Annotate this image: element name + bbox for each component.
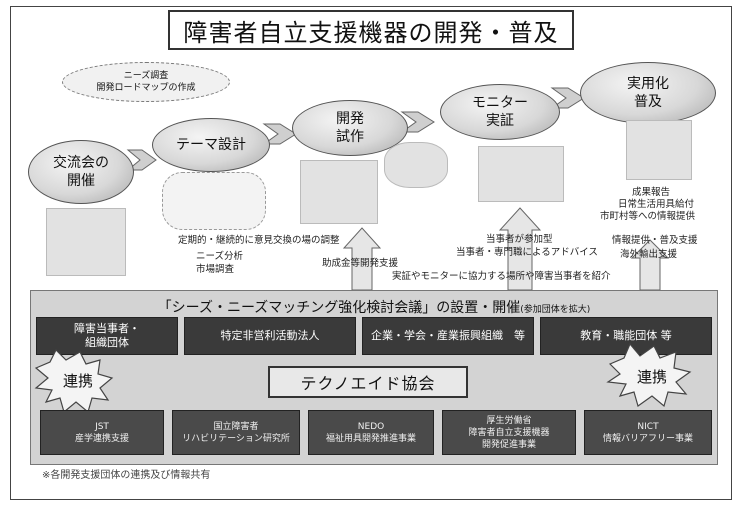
support-box-mhlw-line-1: 厚生労働省: [486, 415, 532, 426]
support-box-nedo: NEDO 福祉用具開発推進事業: [308, 410, 434, 455]
people-meeting-illustration: [46, 208, 126, 276]
stage-jitsuyo: 実用化 普及: [580, 62, 716, 124]
support-box-nict-line-2: 情報バリアフリー事業: [602, 433, 693, 444]
member-box-industry: 企業・学会・産業振興組織 等: [362, 317, 534, 355]
stage-jitsuyo-line-1: 実用化: [627, 76, 669, 92]
kaihatsu-note: 助成金等開発支援: [322, 258, 399, 269]
member-box-industry-label: 企業・学会・産業振興組織 等: [371, 329, 525, 342]
support-box-nict-line-1: NICT: [637, 421, 659, 432]
stage-jitsuyo-line-2: 普及: [634, 94, 662, 110]
family-users-illustration: [626, 120, 692, 180]
stage-theme: テーマ設計: [152, 118, 270, 172]
stage-kaihatsu-line-2: 試作: [336, 129, 364, 145]
support-box-jst: JST 産学連携支援: [40, 410, 164, 455]
member-box-tojisha: 障害当事者・ 組織団体: [36, 317, 178, 355]
jitsuyo-note-2: 日常生活用具給付: [618, 199, 695, 210]
council-title: 「シーズ・ニーズマッチング強化検討会議」の設置・開催(参加団体を拡大): [31, 297, 717, 317]
member-box-tojisha-line-1: 障害当事者・: [74, 322, 140, 335]
chevron-arrows: [126, 87, 585, 171]
prototype-device-photo: [384, 142, 448, 188]
chevron-2: [262, 123, 297, 145]
theme-note-2: ニーズ分析: [196, 251, 244, 262]
stage-monitor: モニター 実証: [440, 84, 560, 140]
support-box-jst-line-1: JST: [95, 421, 109, 432]
footnote: ※各開発支援団体の連携及び情報共有: [42, 470, 211, 481]
council-title-text: 「シーズ・ニーズマッチング強化検討会議」の設置・開催: [157, 300, 521, 316]
support-box-mhlw-line-3: 開発促進事業: [481, 439, 536, 450]
jitsuyo-note-4: 情報提供・普及支援: [612, 235, 698, 246]
monitor-note-2: 当事者・専門職によるアドバイス: [456, 247, 598, 258]
renkei-right-burst: [606, 342, 692, 408]
bus-monitoring-photo: [478, 146, 564, 202]
stage-koryukai-line-2: 開催: [67, 173, 95, 189]
up-arrow-jitsuyo: [630, 239, 670, 291]
support-box-rehab-line-1: 国立障害者: [213, 421, 259, 432]
support-box-rehab-line-2: リハビリテーション研究所: [182, 433, 290, 444]
stage-monitor-line-2: 実証: [486, 113, 514, 129]
stage-monitor-line-1: モニター: [472, 95, 528, 111]
discussion-bubbles-illustration: [162, 172, 266, 230]
member-box-education-label: 教育・職能団体 等: [580, 329, 672, 342]
up-arrows: [342, 207, 670, 291]
monitor-note-1: 当事者が参加型: [486, 234, 553, 245]
support-box-jst-line-2: 産学連携支援: [74, 433, 129, 444]
chevron-1: [126, 149, 157, 171]
needs-survey-cloud: ニーズ調査 開発ロードマップの作成: [62, 62, 230, 102]
chevron-4: [550, 87, 585, 109]
technoaid-association: テクノエイド協会: [268, 366, 468, 398]
jitsuyo-note-5: 海外輸出支援: [620, 249, 678, 260]
cloud-line-1: ニーズ調査: [123, 71, 169, 81]
renkei-right-label: 連携: [636, 367, 667, 386]
theme-note-3: 市場調査: [196, 264, 235, 275]
support-box-nedo-line-2: 福祉用具開発推進事業: [325, 433, 416, 444]
support-box-mhlw: 厚生労働省 障害者自立支援機器 開発促進事業: [442, 410, 576, 455]
chevron-3: [400, 111, 435, 133]
stage-theme-label: テーマ設計: [176, 137, 246, 153]
stage-koryukai-line-1: 交流会の: [53, 155, 109, 171]
member-box-tojisha-line-2: 組織団体: [85, 336, 129, 349]
renkei-left-label: 連携: [62, 371, 93, 390]
support-box-mhlw-line-2: 障害者自立支援機器: [468, 427, 550, 438]
up-arrow-kaihatsu: [342, 227, 382, 291]
theme-note-1: 定期的・継続的に意見交換の場の調整: [178, 235, 340, 246]
jitsuyo-note-3: 市町村等への情報提供: [600, 211, 696, 222]
council-title-suffix: (参加団体を拡大): [520, 305, 591, 315]
cooperation-note: 実証やモニターに協力する場所や障害当事者を紹介: [392, 271, 611, 282]
member-box-npo-label: 特定非営利活動法人: [220, 329, 320, 342]
stage-kaihatsu-line-1: 開発: [336, 111, 364, 127]
support-box-nict: NICT 情報バリアフリー事業: [584, 410, 712, 455]
support-box-nedo-line-1: NEDO: [357, 421, 385, 432]
stage-koryukai: 交流会の 開催: [28, 140, 134, 204]
member-box-npo: 特定非営利活動法人: [184, 317, 356, 355]
jitsuyo-note-1: 成果報告: [632, 187, 671, 198]
cloud-line-2: 開発ロードマップの作成: [96, 83, 196, 93]
up-arrow-monitor: [498, 207, 542, 291]
stage-kaihatsu: 開発 試作: [292, 100, 408, 156]
prototype-work-photo: [300, 160, 378, 224]
support-box-rehab: 国立障害者 リハビリテーション研究所: [172, 410, 300, 455]
renkei-left-burst: [34, 348, 114, 414]
page-title: 障害者自立支援機器の開発・普及: [168, 10, 574, 50]
